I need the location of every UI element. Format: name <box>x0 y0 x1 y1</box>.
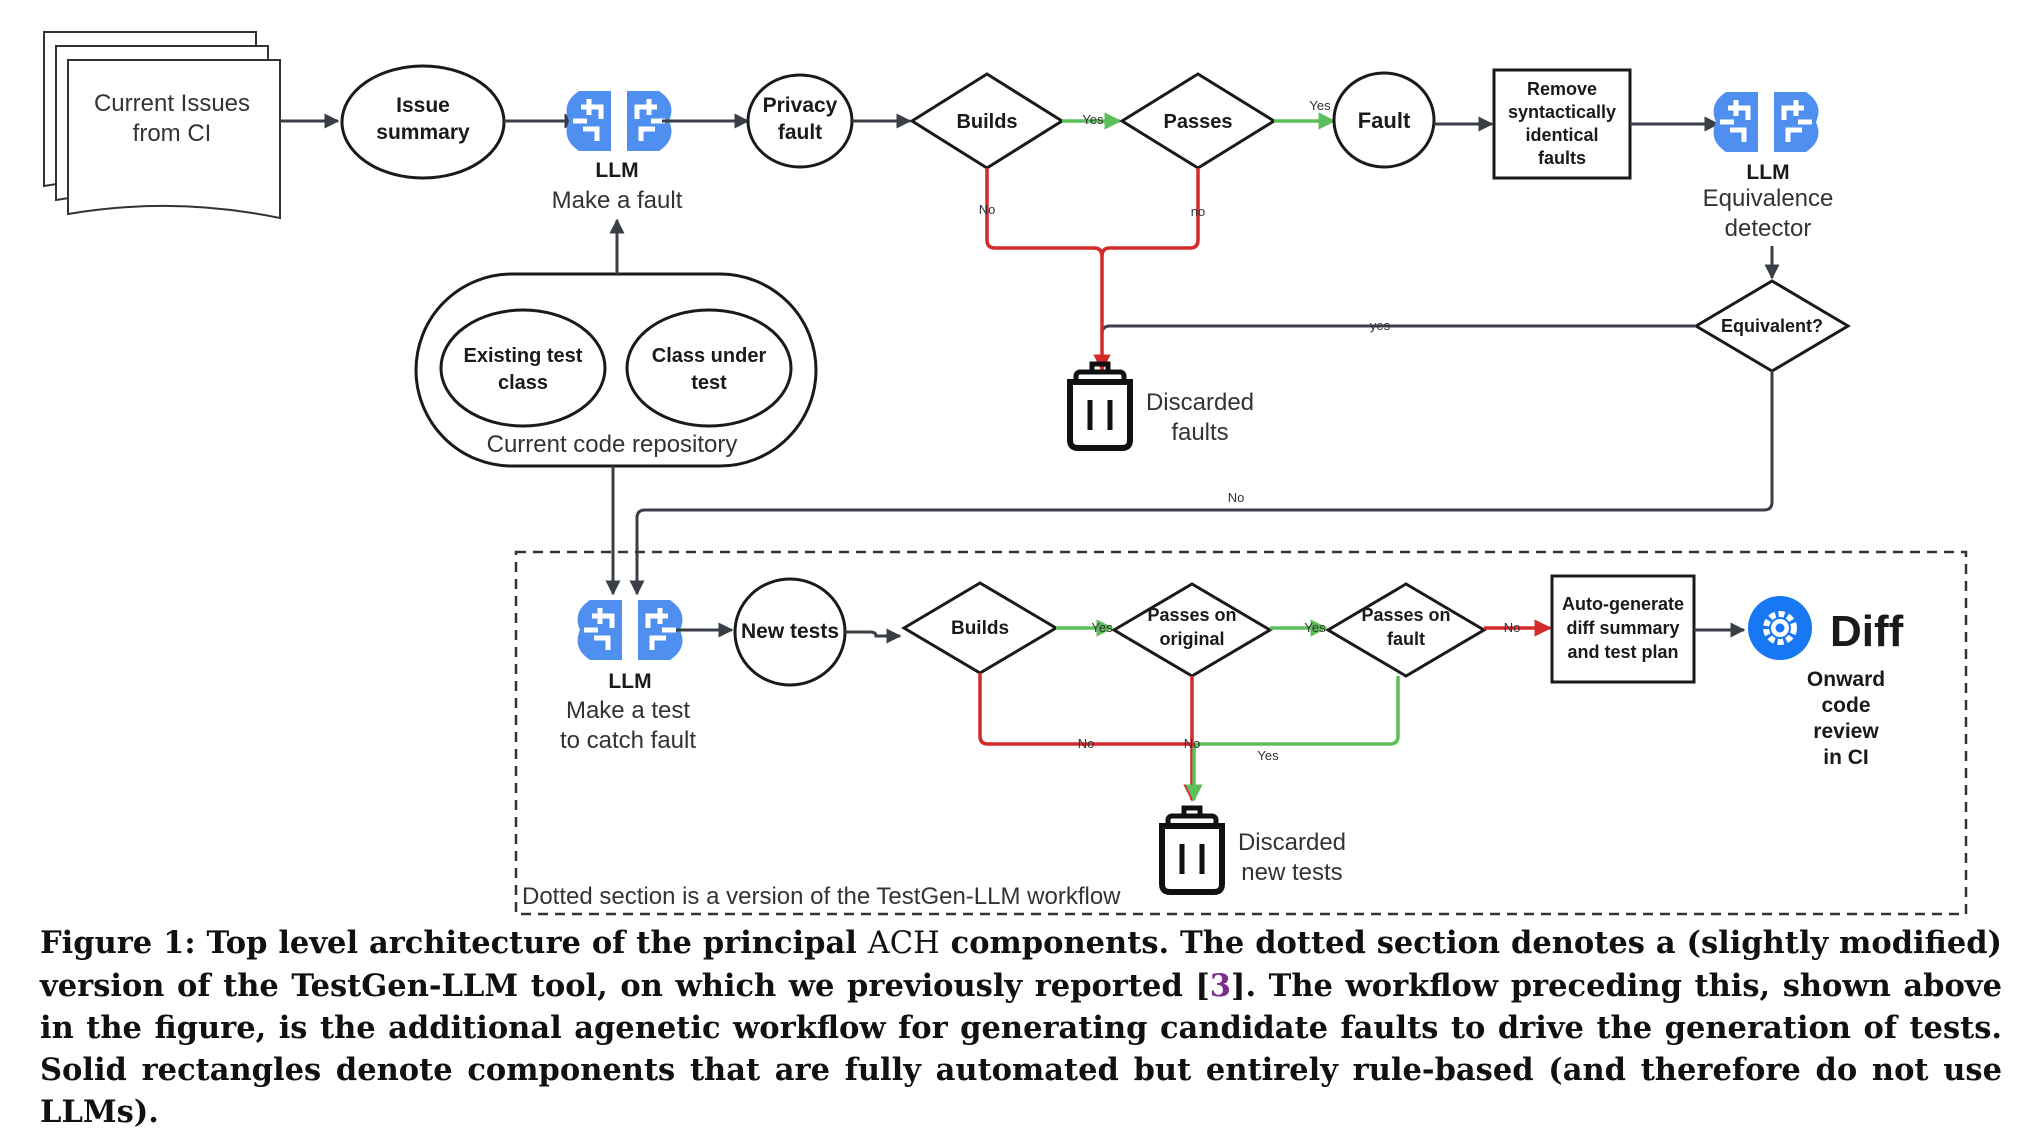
caption-reference-link[interactable]: 3 <box>1209 968 1232 1004</box>
make-test-line2: to catch fault <box>560 727 696 754</box>
equivalence-line1: Equivalence <box>1703 185 1834 212</box>
caption-part1: Figure 1: Top level architecture of the … <box>40 925 868 961</box>
auto-generate-line2: diff summary <box>1566 618 1679 638</box>
llm-label-3: LLM <box>608 670 651 693</box>
caption-ach: ACH <box>867 926 940 961</box>
remove-line1: Remove <box>1527 79 1597 99</box>
equivalent-label: Equivalent? <box>1721 316 1823 336</box>
llm-brain-icon <box>1714 86 1819 158</box>
llm-brain-icon <box>578 594 683 666</box>
fault-label: Fault <box>1358 108 1411 133</box>
onward-line3: review <box>1813 720 1879 743</box>
remove-line3: identical <box>1525 125 1598 145</box>
remove-duplicates-box <box>1492 68 1632 180</box>
remove-line4: faults <box>1538 148 1586 168</box>
onward-line2: code <box>1821 694 1870 717</box>
edge-no-4: No <box>1078 736 1095 751</box>
passes-fault-line2: fault <box>1387 629 1425 649</box>
edge-no-2: no <box>1191 204 1205 219</box>
existing-test-line1: Existing test <box>464 345 583 367</box>
passes-fault-decision <box>1325 582 1487 678</box>
privacy-fault-line2: fault <box>778 121 822 144</box>
make-fault-label: Make a fault <box>552 187 683 214</box>
passes-label: Passes <box>1164 111 1233 133</box>
diff-gear-icon <box>1748 596 1812 660</box>
class-under-test-line1: Class under <box>652 345 767 367</box>
auto-generate-line3: and test plan <box>1567 642 1678 662</box>
builds-label: Builds <box>956 111 1017 133</box>
auto-generate-box <box>1550 574 1696 684</box>
issue-summary-line1: Issue <box>396 94 450 117</box>
new-tests-label: New tests <box>741 620 839 643</box>
passes-original-line1: Passes on <box>1147 605 1236 625</box>
current-issues-document: Current Issues from CI <box>43 31 281 220</box>
trash-icon <box>1162 808 1222 892</box>
builds2-label: Builds <box>951 618 1009 639</box>
equivalence-line2: detector <box>1725 215 1812 242</box>
onward-line4: in CI <box>1823 746 1869 769</box>
fault-node <box>1332 71 1436 169</box>
passes-fault-line1: Passes on <box>1361 605 1450 625</box>
edge-yes-3: Yes <box>1091 620 1113 635</box>
passes-original-line2: original <box>1159 629 1224 649</box>
llm-label-2: LLM <box>1746 161 1789 184</box>
existing-test-line2: class <box>498 372 548 394</box>
caption-part3: ]. The workflow preceding this, shown ab… <box>40 968 2002 1130</box>
onward-line1: Onward <box>1807 668 1885 691</box>
remove-line2: syntactically <box>1508 102 1616 122</box>
testgen-llm-dotted-section <box>514 550 1968 916</box>
edge-yes-4: Yes <box>1304 620 1326 635</box>
class-under-test-line2: test <box>691 372 727 394</box>
discarded-faults-line1: Discarded <box>1146 389 1254 416</box>
figure-caption: Figure 1: Top level architecture of the … <box>40 922 2002 1133</box>
make-test-line1: Make a test <box>566 697 690 724</box>
diff-logo-text: Diff <box>1830 607 1904 656</box>
current-repository-label: Current code repository <box>487 431 738 458</box>
discarded-faults-line2: faults <box>1171 419 1228 446</box>
llm-label-1: LLM <box>595 159 638 182</box>
issue-summary-line2: summary <box>376 121 470 144</box>
edge-no-equivalent: No <box>1228 490 1245 505</box>
architecture-diagram: Current Issues from CI Issue summary LLM M… <box>43 31 1968 916</box>
equivalent-decision <box>1693 279 1851 373</box>
edge-yes-equivalent: yes <box>1370 318 1391 333</box>
class-under-test-node <box>625 308 793 428</box>
llm-brain-icon <box>567 85 672 157</box>
edge-yes-5: Yes <box>1257 748 1279 763</box>
edge-no-1: No <box>979 202 996 217</box>
passes-original-decision <box>1111 582 1273 678</box>
current-issues-line2: from CI <box>133 120 212 147</box>
trash-icon <box>1070 364 1130 448</box>
edge-no-3: No <box>1504 620 1521 635</box>
dotted-section-note: Dotted section is a version of the TestG… <box>522 883 1121 910</box>
edge-yes-1: Yes <box>1082 112 1104 127</box>
edge-yes-2: Yes <box>1309 98 1331 113</box>
edge-no-5: No <box>1184 736 1201 751</box>
privacy-fault-line1: Privacy <box>763 94 838 117</box>
existing-test-class-node <box>439 308 607 428</box>
auto-generate-line1: Auto-generate <box>1562 594 1684 614</box>
caption-part2: components. The dotted section denotes a… <box>40 925 2002 1004</box>
current-issues-line1: Current Issues <box>94 90 250 117</box>
discarded-tests-line2: new tests <box>1241 859 1342 886</box>
discarded-tests-line1: Discarded <box>1238 829 1346 856</box>
